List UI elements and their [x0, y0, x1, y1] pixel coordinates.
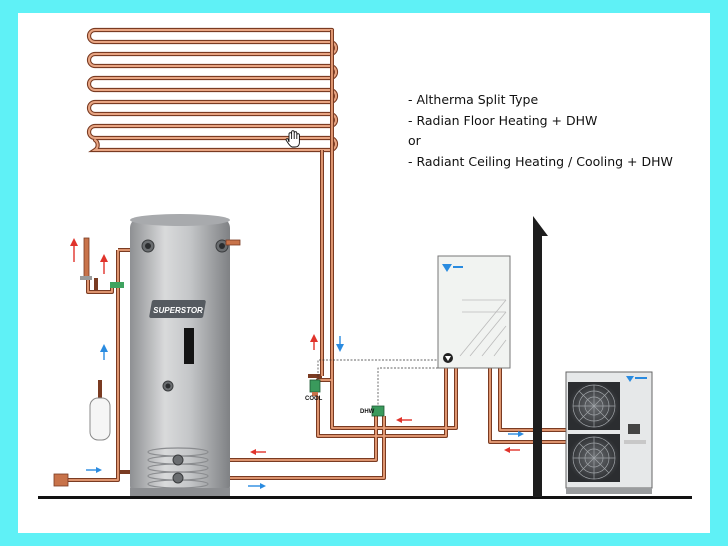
legend-item-ceiling-heating-cooling: - Radiant Ceiling Heating / Cooling + DH… — [408, 153, 673, 169]
wall — [533, 216, 548, 497]
inlet-valve — [53, 282, 124, 487]
cool-label: COOL — [305, 396, 323, 402]
indoor-unit — [437, 255, 511, 369]
ground-line — [38, 496, 692, 499]
hand-cursor-icon — [285, 130, 300, 148]
dhw-valve — [371, 405, 385, 417]
hot-water-tap — [80, 237, 92, 280]
hot-water-cylinder: SUPERSTOR — [130, 214, 230, 496]
daikin-logo-icon — [442, 264, 463, 272]
radiant-coil — [86, 27, 339, 153]
flow-arrow-icon — [70, 238, 524, 489]
cool-valve — [309, 379, 321, 396]
expansion-vessel — [89, 397, 111, 441]
cylinder-outlet-pipe — [225, 239, 241, 246]
legend-item-altherma: - Altherma Split Type — [408, 92, 539, 107]
outdoor-unit — [565, 371, 653, 494]
dhw-label: DHW — [360, 409, 375, 415]
legend-item-or: or — [408, 133, 421, 148]
pipework — [60, 30, 566, 482]
daikin-logo-icon — [626, 376, 647, 382]
control-wiring — [317, 359, 440, 408]
fan-icon — [568, 382, 620, 430]
tank-brand: SUPERSTOR — [153, 306, 203, 315]
legend-item-floor-heating: - Radian Floor Heating + DHW — [408, 112, 598, 128]
fan-icon — [568, 434, 620, 482]
system-legend: - Altherma Split Type - Radian Floor Hea… — [408, 90, 673, 172]
